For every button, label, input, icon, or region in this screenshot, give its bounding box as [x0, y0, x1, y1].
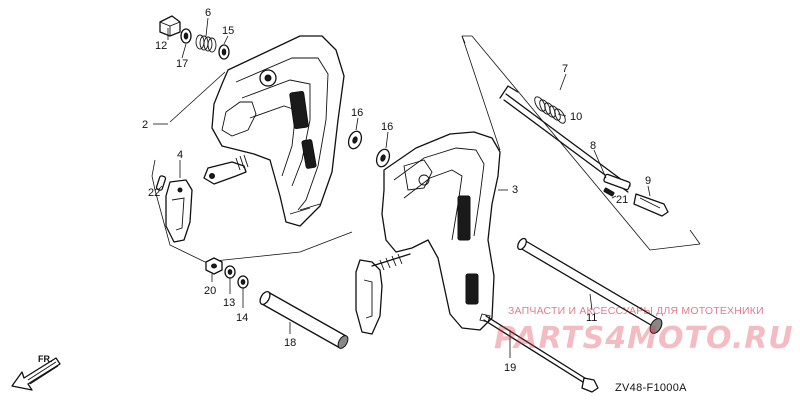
washer-part-15 [218, 44, 230, 60]
label-part-6: 6 [205, 7, 211, 19]
part-labels: 12 17 6 15 2 4 22 16 16 3 7 10 8 9 21 11… [142, 7, 651, 374]
knob-part-9 [633, 193, 669, 217]
group-outline-left [151, 71, 353, 263]
label-part-7: 7 [562, 63, 568, 75]
label-part-21: 21 [616, 194, 628, 206]
label-part-10: 10 [570, 111, 582, 123]
label-part-18: 18 [284, 337, 296, 349]
lever-part-4 [165, 179, 193, 243]
label-part-12: 12 [155, 40, 167, 52]
label-part-22: 22 [148, 187, 160, 199]
label-part-15: 15 [222, 25, 234, 37]
bracket-left-part-2 [203, 35, 345, 227]
diagram-code: ZV48-F1000A [615, 382, 687, 394]
label-part-14: 14 [236, 312, 248, 324]
label-part-16-left: 16 [351, 107, 363, 119]
bracket-right-part-3 [355, 131, 501, 335]
watermark-caption: ЗАПЧАСТИ И АКСЕССУАРЫ ДЛЯ МОТОТЕХНИКИ [508, 305, 764, 317]
label-part-2: 2 [142, 119, 148, 131]
washer-part-16-right [375, 148, 391, 168]
label-part-17: 17 [176, 58, 188, 70]
nut-part-20 [205, 257, 223, 275]
group-outline-right [461, 35, 701, 251]
label-part-9: 9 [645, 175, 651, 187]
washer-part-17 [180, 28, 192, 44]
cap-nut-part-12 [159, 15, 181, 37]
watermark: ЗАПЧАСТИ И АКСЕССУАРЫ ДЛЯ МОТОТЕХНИКИ PA… [494, 305, 794, 356]
leader-lines [153, 17, 651, 358]
label-part-3: 3 [512, 184, 518, 196]
spring-part-10 [534, 96, 566, 124]
washer-part-16-left [347, 130, 363, 150]
bolt-part-19 [479, 313, 599, 393]
label-part-8: 8 [590, 140, 596, 152]
label-part-11: 11 [586, 312, 597, 324]
screw-thread-left [235, 154, 249, 171]
screw-thread-right [371, 253, 411, 271]
label-part-4: 4 [177, 149, 183, 161]
spring-part-6 [195, 34, 217, 53]
arrow-icon [11, 357, 61, 391]
label-part-20: 20 [204, 285, 216, 297]
label-part-19: 19 [504, 362, 516, 374]
front-direction-arrow: FR. [11, 354, 61, 391]
watermark-brand: PARTS4MOTO.RU [494, 321, 794, 356]
label-part-13: 13 [223, 297, 235, 309]
pin-part-21 [603, 187, 615, 197]
collar-part-8 [603, 173, 631, 191]
label-part-16-right: 16 [381, 121, 393, 133]
tube-part-18 [259, 290, 349, 349]
direction-label: FR. [38, 354, 53, 364]
washer-part-13 [224, 265, 236, 279]
rod-part-11 [517, 237, 663, 334]
washer-part-14 [237, 275, 249, 289]
